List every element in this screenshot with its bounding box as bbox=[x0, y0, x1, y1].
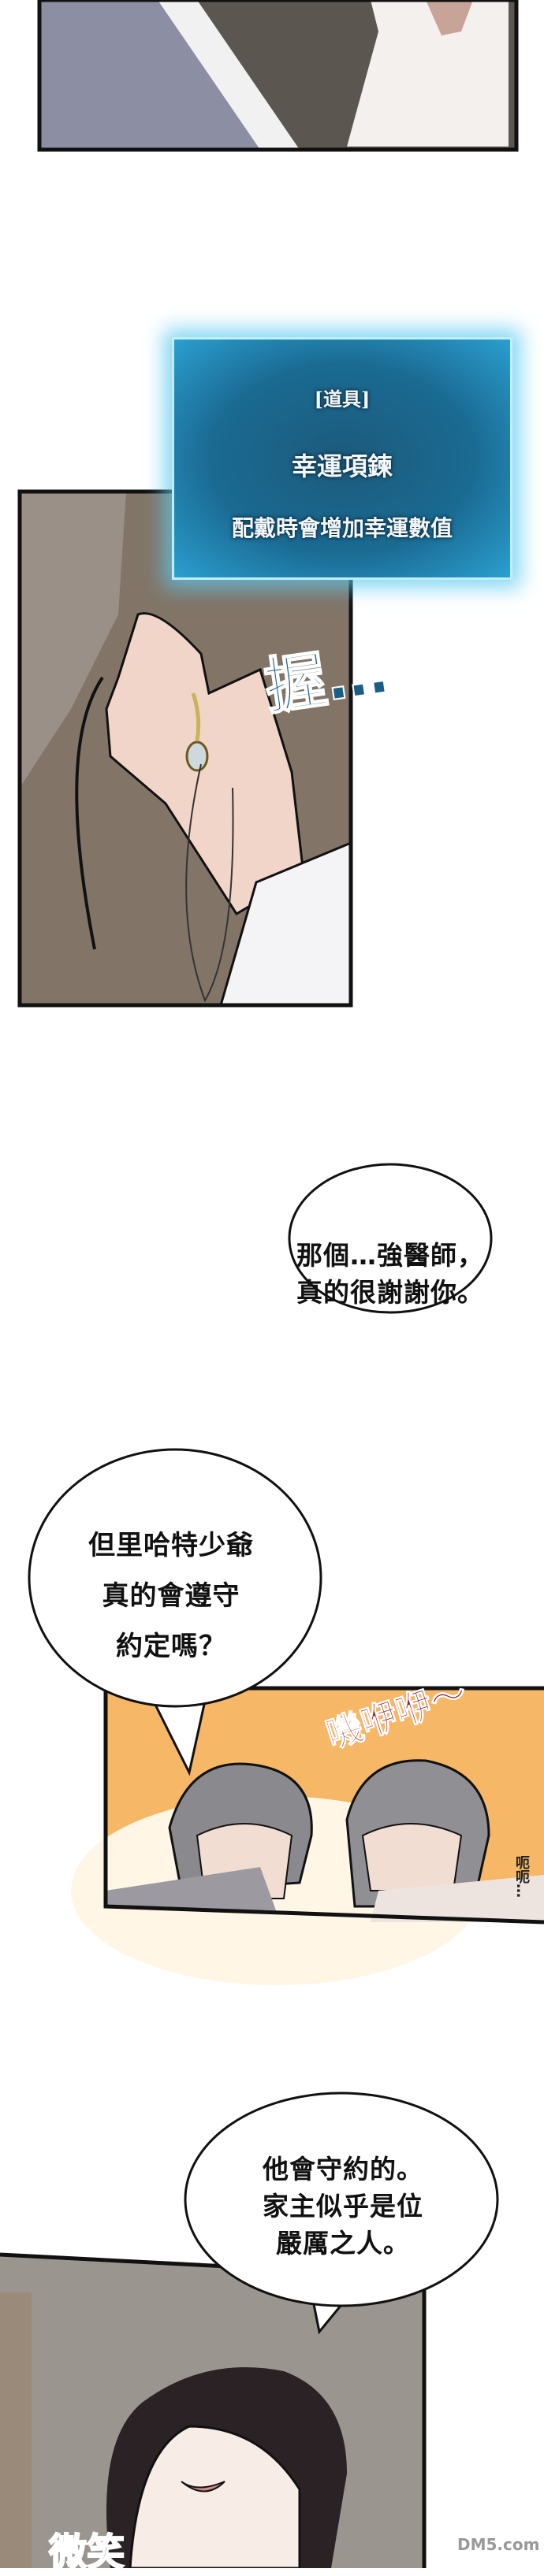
bubble-line: 真的很謝謝你。 bbox=[296, 1277, 484, 1308]
bubble-line: 那個…強醫師， bbox=[296, 1240, 484, 1271]
sfx-groan: 呃呃… bbox=[513, 1855, 530, 1898]
bubble-1-text: 那個…強醫師， 真的很謝謝你。 bbox=[288, 1237, 493, 1311]
item-category: [道具] bbox=[314, 388, 371, 410]
bubble-line: 約定嗎？ bbox=[116, 1631, 226, 1662]
bubble-2-text: 但里哈特少爺 真的會遵守 約定嗎？ bbox=[65, 1520, 278, 1672]
sfx-smile: 微笑 bbox=[48, 2530, 125, 2575]
bubble-line: 家主似乎是位 bbox=[263, 2191, 423, 2222]
speech-bubble-2 bbox=[28, 1448, 322, 1776]
hand-panel bbox=[17, 489, 353, 1008]
bottom-panel bbox=[0, 2252, 427, 2568]
speech-bubble-1 bbox=[288, 1163, 493, 1314]
bubble-line: 嚴厲之人。 bbox=[276, 2228, 410, 2259]
item-info-window: [道具] 幸運項鍊 配戴時會增加幸運數值 bbox=[172, 337, 512, 580]
orange-panel bbox=[71, 1686, 544, 1985]
item-name: 幸運項鍊 bbox=[291, 451, 393, 481]
top-panel bbox=[37, 0, 519, 152]
sfx-grip: 握… bbox=[259, 636, 393, 725]
watermark: DM5.com bbox=[457, 2535, 540, 2554]
speech-bubble-3 bbox=[184, 2092, 499, 2335]
item-description: 配戴時會增加幸運數值 bbox=[231, 515, 453, 541]
bubble-3-text: 他會守約的。 家主似乎是位 嚴厲之人。 bbox=[237, 2151, 449, 2262]
bubble-line: 真的會遵守 bbox=[102, 1580, 240, 1612]
bubble-line: 他會守約的。 bbox=[263, 2154, 423, 2184]
bubble-line: 但里哈特少爺 bbox=[88, 1530, 254, 1561]
